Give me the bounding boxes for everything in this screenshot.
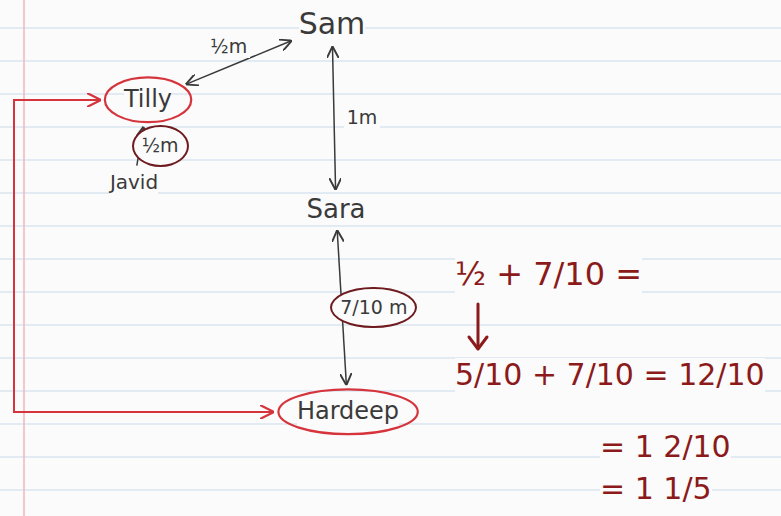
red-bracket-arrow	[14, 100, 274, 412]
name-text: Javid	[110, 171, 158, 194]
name-text: Sam	[299, 7, 366, 42]
working-line: = 1 2/10	[600, 430, 731, 465]
distance-label: ½m	[207, 35, 250, 59]
distance-arrow	[332, 46, 335, 190]
circled-name: Hardeep	[277, 388, 419, 436]
name-text: Sara	[306, 195, 365, 225]
distance-label: 1m	[344, 106, 381, 130]
person-name: Sam	[295, 5, 370, 44]
distance-label: ½m	[132, 125, 189, 167]
name-text: Tilly	[124, 86, 172, 114]
person-name: Sara	[302, 193, 369, 227]
circled-name: Tilly	[104, 76, 192, 124]
distance-label: 7/10 m	[330, 287, 417, 329]
working-line: 5/10 + 7/10 = 12/10	[455, 358, 765, 393]
working-line: = 1 1/5	[600, 472, 712, 507]
name-text: Hardeep	[297, 398, 399, 426]
person-name: Javid	[106, 169, 162, 196]
working-line: ½ + 7/10 =	[455, 256, 642, 293]
